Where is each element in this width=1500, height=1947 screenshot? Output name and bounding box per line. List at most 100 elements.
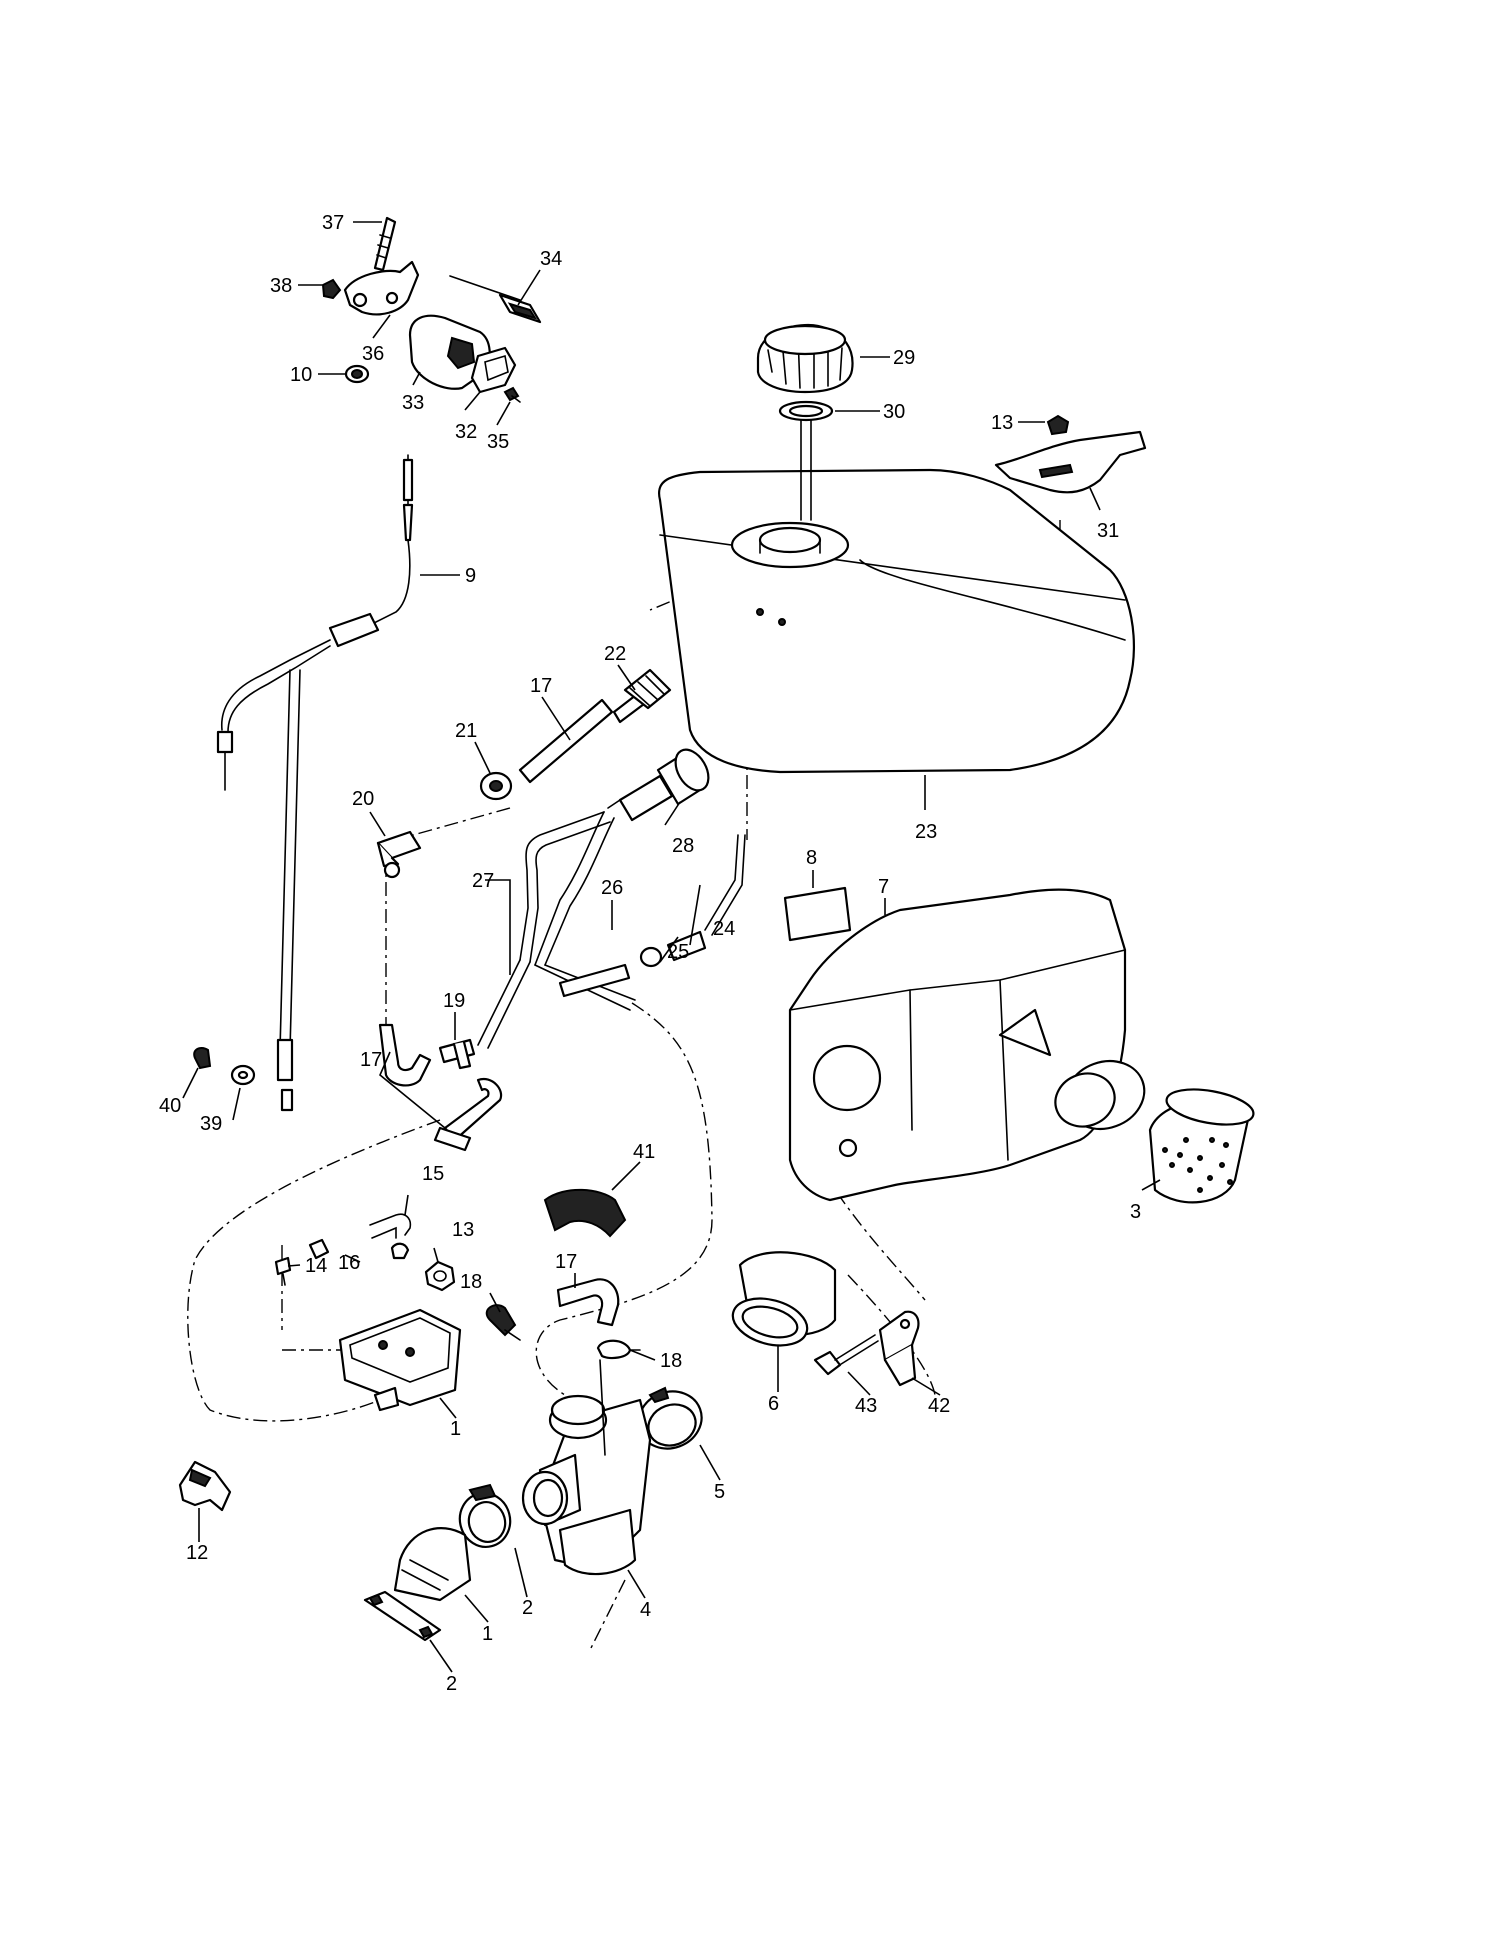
bracket-31	[994, 430, 1147, 494]
gauge-rod	[800, 419, 812, 521]
bolt-43	[813, 1334, 879, 1376]
callout-numbers: 37 38 34 36 10 33 32 35 29 30 13 31 9 22…	[159, 212, 1141, 1695]
callout-21: 21	[455, 720, 477, 742]
clip-42	[878, 1310, 920, 1387]
leader-lines	[182, 221, 1161, 1673]
plate-34	[449, 275, 542, 324]
callout-8: 8	[806, 847, 817, 869]
callout-17-lower: 17	[555, 1251, 577, 1273]
callout-42: 42	[928, 1395, 950, 1417]
callout-17-upper: 17	[530, 675, 552, 697]
fuel-tank-23	[657, 468, 1136, 774]
gasket-2-lower	[363, 1590, 442, 1642]
carburetor-4	[521, 1359, 652, 1576]
callout-5: 5	[714, 1481, 725, 1503]
bracket-12	[178, 1460, 232, 1512]
fitting-16	[308, 1238, 410, 1260]
throttle-cable-9	[216, 454, 414, 1112]
callout-28: 28	[672, 835, 694, 857]
callout-24: 24	[713, 918, 735, 940]
hose-41	[543, 1188, 627, 1238]
callout-12: 12	[186, 1542, 208, 1564]
callout-36: 36	[362, 343, 384, 365]
callout-34: 34	[540, 248, 562, 270]
air-filter-3	[1148, 1088, 1255, 1204]
air-silencer-7	[788, 888, 1146, 1202]
callout-26: 26	[601, 877, 623, 899]
callout-3: 3	[1130, 1201, 1141, 1223]
callout-39: 39	[200, 1113, 222, 1135]
callout-31: 31	[1097, 520, 1119, 542]
screw-37	[373, 216, 397, 272]
callout-14: 14	[305, 1255, 327, 1277]
fuel-valve-28	[607, 748, 710, 822]
callout-25: 25	[667, 941, 689, 963]
cover-32	[470, 346, 517, 394]
nut-13-top	[1046, 414, 1070, 436]
clip-40	[193, 1047, 212, 1070]
grommet-25	[639, 946, 663, 968]
callout-10: 10	[290, 364, 312, 386]
callout-13-lower: 13	[452, 1219, 474, 1241]
callout-18-left: 18	[460, 1271, 482, 1293]
callout-9: 9	[465, 565, 476, 587]
housing-33	[408, 314, 491, 390]
screw-35	[503, 386, 521, 403]
filter-22	[612, 668, 672, 724]
callout-15: 15	[422, 1163, 444, 1185]
screw-14	[274, 1256, 292, 1286]
nut-38	[321, 278, 342, 300]
callout-33: 33	[402, 392, 424, 414]
fitting-20	[376, 830, 422, 879]
washer-39	[230, 1064, 256, 1086]
nut-13-lower	[424, 1260, 456, 1292]
lever-36	[343, 260, 420, 316]
callout-16: 16	[338, 1252, 360, 1274]
clamp-18-left	[485, 1304, 521, 1341]
callout-1-lower: 1	[482, 1623, 493, 1645]
callout-13-top: 13	[991, 412, 1013, 434]
hose-26	[558, 963, 631, 998]
callout-2-upper: 2	[522, 1597, 533, 1619]
callout-4: 4	[640, 1599, 651, 1621]
nut-10	[344, 364, 370, 384]
callout-1-upper: 1	[450, 1418, 461, 1440]
fuel-cap-29	[756, 324, 854, 394]
hose-17-carb	[556, 1278, 620, 1327]
callout-22: 22	[604, 643, 626, 665]
callout-35: 35	[487, 431, 509, 453]
hose-17-lower	[378, 1023, 503, 1152]
gasket-30	[778, 400, 834, 422]
callout-20: 20	[352, 788, 374, 810]
throttle-housing-assembly	[321, 216, 542, 403]
tee-19	[438, 1038, 476, 1070]
float-bowl-1	[338, 1308, 462, 1412]
grommet-21	[479, 771, 513, 801]
callout-40: 40	[159, 1095, 181, 1117]
callout-41: 41	[633, 1141, 655, 1163]
fitting-24	[666, 834, 746, 962]
callout-6: 6	[768, 1393, 779, 1415]
callout-38: 38	[270, 275, 292, 297]
callout-2-lower: 2	[446, 1673, 457, 1695]
intake-6	[731, 1251, 837, 1347]
callout-23: 23	[915, 821, 937, 843]
decal-8	[783, 886, 852, 942]
callout-32: 32	[455, 421, 477, 443]
callout-18-right: 18	[660, 1350, 682, 1372]
hose-17-upper	[518, 698, 614, 784]
intake-manifold-1	[393, 1527, 472, 1602]
callout-29: 29	[893, 347, 915, 369]
callout-7: 7	[878, 876, 889, 898]
callout-17-middle: 17	[360, 1049, 382, 1071]
clamp-18-right	[596, 1339, 641, 1360]
callout-43: 43	[855, 1395, 877, 1417]
callout-37: 37	[322, 212, 344, 234]
callout-19: 19	[443, 990, 465, 1012]
hose-15	[369, 1213, 412, 1239]
callout-27: 27	[472, 870, 494, 892]
clamp-2-upper	[458, 1483, 512, 1548]
callout-30: 30	[883, 401, 905, 423]
